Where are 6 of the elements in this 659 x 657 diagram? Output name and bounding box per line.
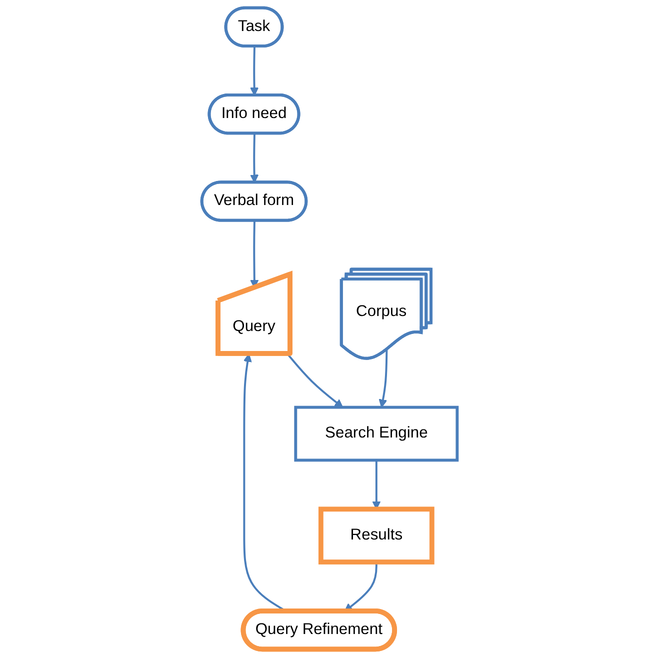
arrow: [378, 350, 388, 408]
arrow: [250, 134, 259, 183]
arrow: [286, 353, 344, 408]
node-box: Search Engine: [294, 406, 459, 462]
arrow: [250, 46, 259, 96]
node-box: Results: [318, 506, 434, 564]
